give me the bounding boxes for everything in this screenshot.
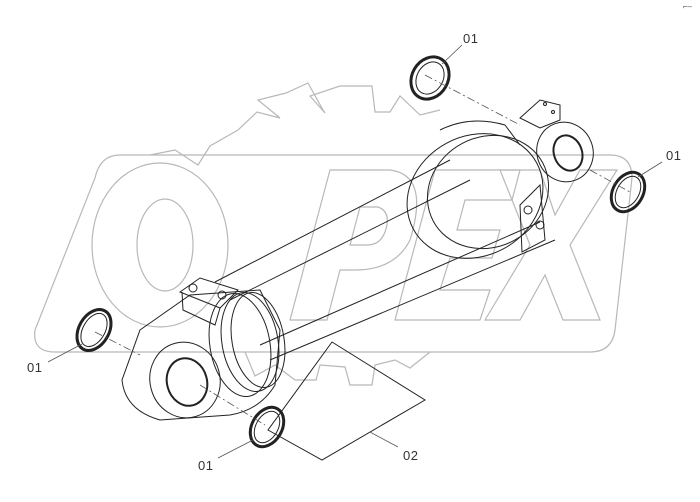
center-lines <box>94 74 631 426</box>
opex-watermark <box>34 82 633 386</box>
seal-sheet <box>267 341 426 461</box>
callout-01-left: 01 <box>27 360 43 375</box>
seal-rings <box>75 55 647 449</box>
callout-01-top: 01 <box>463 31 479 46</box>
callout-02: 02 <box>403 448 419 463</box>
corner-mark: ⌐– <box>682 2 692 11</box>
seal-ring-top <box>409 55 451 101</box>
seal-ring-bottom <box>248 405 286 449</box>
callout-01-right: 01 <box>666 148 682 163</box>
cylinder-body <box>121 99 594 421</box>
seal-ring-right <box>609 170 647 214</box>
leader-lines <box>47 44 663 459</box>
seal-ring-left <box>75 308 113 352</box>
callout-01-bottom: 01 <box>198 458 214 473</box>
